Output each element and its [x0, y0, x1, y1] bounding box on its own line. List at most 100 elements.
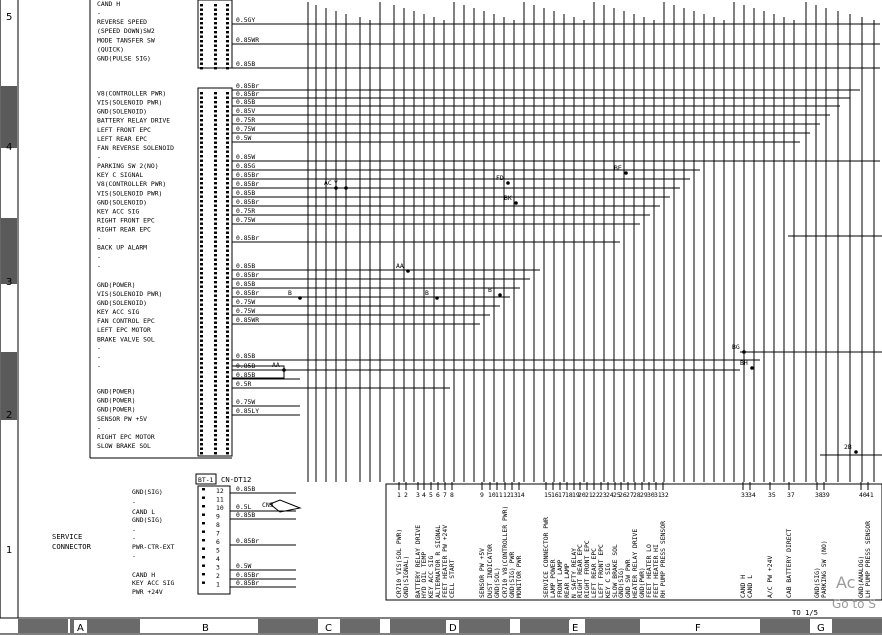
- zone-hatch-2: [1, 352, 17, 420]
- junction-dot: [750, 366, 754, 370]
- signal-label: -: [97, 9, 101, 17]
- pin-mark: [226, 17, 229, 20]
- connector-id-label: CN-DT12: [221, 475, 251, 484]
- bottom-pin-label: GND(SIG): [813, 567, 821, 598]
- signal-label: -: [97, 353, 101, 361]
- junction-label: B: [288, 289, 292, 297]
- pin-mark: [226, 49, 229, 52]
- pin-mark: [214, 49, 217, 52]
- pin-mark: [200, 31, 203, 34]
- pin-mark: [200, 137, 203, 140]
- pin-mark: [226, 389, 229, 392]
- bottom-pin-number: 30: [647, 491, 655, 499]
- pin-mark: [214, 303, 217, 306]
- signal-label: GND(SOLENOID): [97, 198, 147, 206]
- pin-mark: [214, 353, 217, 356]
- signal-label: RIGHT REAR EPC: [97, 226, 151, 234]
- pin-mark: [214, 371, 217, 374]
- junction-label: BG: [732, 343, 740, 351]
- pin-mark: [214, 330, 217, 333]
- connector-box-label: BT-1: [198, 476, 214, 484]
- wire-color-label: 0.75W: [236, 216, 255, 224]
- pin-mark: [214, 218, 217, 221]
- signal-label: VIS(SOLENOID PWR): [97, 99, 162, 107]
- pin-mark: [226, 447, 229, 450]
- wire-color-label: 0.85B: [236, 371, 255, 379]
- zone-col-bg: [692, 620, 705, 633]
- pin-mark: [214, 420, 217, 423]
- pin-mark: [214, 375, 217, 378]
- pin-mark: [200, 290, 203, 293]
- pin-mark: [226, 434, 229, 437]
- pin-mark: [214, 168, 217, 171]
- junction-dot: [344, 186, 348, 190]
- pin-mark: [200, 44, 203, 47]
- main-connector: [89, 0, 233, 459]
- service-signal-label: -: [132, 526, 136, 534]
- pin-mark: [200, 312, 203, 315]
- wire-color-labels: 0.5GY0.85WR0.85B0.85Br0.85Br0.85B0.85V0.…: [236, 16, 259, 415]
- signal-label: GND(SOLENOID): [97, 299, 147, 307]
- pin-mark: [200, 402, 203, 405]
- bottom-pin-label: N SAFTY RELAY: [570, 548, 578, 598]
- wire-color-label: 0.85B: [236, 60, 255, 68]
- junction-dot: [334, 186, 338, 190]
- pin-mark: [202, 547, 205, 550]
- pin-mark: [200, 96, 203, 99]
- pin-mark: [214, 182, 217, 185]
- pin-mark: [226, 141, 229, 144]
- bottom-pin-number: 9: [480, 491, 484, 499]
- wire-grid: [231, 2, 882, 482]
- left-signal-labels: CAND H-REVERSE SPEED(SPEED DOWN)SW2MODE …: [97, 0, 174, 450]
- pin-mark: [214, 267, 217, 270]
- junction-label: AC: [324, 179, 332, 187]
- service-signal-label: CAND H: [132, 571, 155, 579]
- wire-color-label: 0.85LY: [236, 407, 259, 415]
- zone-col-label: A: [77, 623, 84, 634]
- junction-dot: [624, 171, 628, 175]
- bottom-pin-number: 38: [815, 491, 823, 499]
- pin-mark: [226, 58, 229, 61]
- bottom-pin-label: GND(SIGNAL): [402, 556, 410, 598]
- service-signal-label: GND(SIG): [132, 516, 163, 524]
- pin-mark: [214, 344, 217, 347]
- pin-mark: [200, 146, 203, 149]
- bottom-pin-label: FRONT LAMP: [556, 559, 564, 598]
- bottom-pin-number: 37: [787, 491, 795, 499]
- pin-mark: [226, 96, 229, 99]
- service-pin-number: 1: [216, 581, 220, 589]
- pin-mark: [226, 204, 229, 207]
- pin-mark: [226, 44, 229, 47]
- zone-col-label: D: [449, 623, 457, 634]
- pin-mark: [226, 384, 229, 387]
- pin-mark: [200, 119, 203, 122]
- pin-mark: [200, 308, 203, 311]
- pin-mark: [200, 452, 203, 455]
- service-signal-label: -: [132, 498, 136, 506]
- pin-mark: [200, 22, 203, 25]
- pin-mark: [226, 438, 229, 441]
- bottom-pin-label: LEFT FRONT EPC: [597, 544, 605, 598]
- wire-color-label: 0.75R: [236, 207, 255, 215]
- pin-mark: [200, 123, 203, 126]
- service-signal-label: CAND L: [132, 508, 155, 516]
- pin-mark: [214, 173, 217, 176]
- zone-row-label: 1: [6, 545, 12, 556]
- bottom-pin-number: 41: [866, 491, 874, 499]
- shield-tag: CN3: [262, 501, 274, 509]
- bottom-pin-number: 19: [572, 491, 580, 499]
- pin-mark: [214, 384, 217, 387]
- pin-mark: [226, 294, 229, 297]
- pin-mark: [226, 285, 229, 288]
- service-signal-label: PWR-CTR-EXT: [132, 543, 174, 551]
- wire-color-label: 0.85Br: [236, 82, 259, 90]
- signal-label: MODE TANSFER SW: [97, 36, 155, 44]
- pin-mark: [200, 276, 203, 279]
- pin-mark: [214, 209, 217, 212]
- zone-col-label: G: [817, 623, 825, 634]
- bottom-pin-number: 4: [422, 491, 426, 499]
- pin-mark: [200, 393, 203, 396]
- pin-mark: [200, 348, 203, 351]
- wire-color-label: 0.85B: [236, 98, 255, 106]
